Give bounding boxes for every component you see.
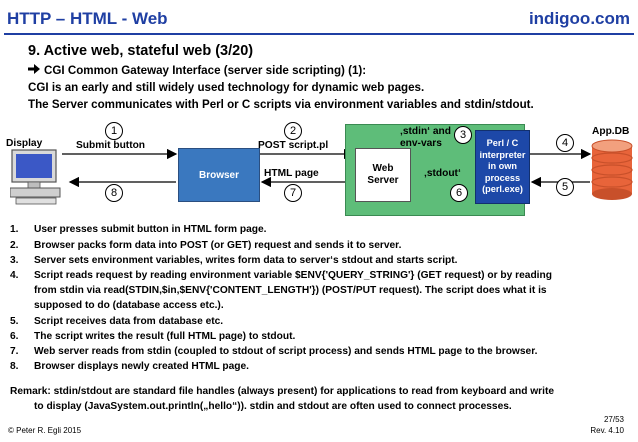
step-marker-8: 8 [105, 184, 123, 202]
revision: Rev. 4.10 [590, 426, 624, 435]
header-title: HTTP – HTML - Web [7, 9, 168, 28]
slide-header: HTTP – HTML - Web indigoo.com [0, 0, 638, 38]
display-computer-icon [9, 148, 64, 211]
html-page-label: HTML page [264, 168, 319, 179]
intro-line-1: CGI Common Gateway Interface (server sid… [28, 64, 366, 77]
intro-line-1-text: CGI Common Gateway Interface (server sid… [44, 64, 367, 77]
step-marker-6: 6 [450, 184, 468, 202]
cgi-diagram: Display Submit button 1 8 Browser POST s… [0, 118, 638, 218]
post-request-label: POST script.pl [258, 140, 329, 151]
display-label: Display [6, 138, 43, 149]
step-marker-5: 5 [556, 178, 574, 196]
remark-line-1: Remark: stdin/stdout are standard file h… [10, 386, 555, 397]
slide-title: 9. Active web, stateful web (3/20) [28, 43, 254, 59]
footer-page-info: 27/53 Rev. 4.10 [590, 414, 624, 436]
intro-line-3: The Server communicates with Perl or C s… [28, 98, 534, 111]
app-db-label: App.DB [592, 126, 630, 137]
header-divider [4, 33, 634, 35]
browser-box: Browser [178, 148, 260, 202]
step-marker-4: 4 [556, 134, 574, 152]
arrow-right-icon [28, 64, 40, 77]
step-marker-3: 3 [454, 126, 472, 144]
header-site: indigoo.com [528, 9, 630, 28]
web-server-box: Web Server [355, 148, 411, 202]
diagram-arrows [62, 148, 592, 188]
remark-line-2: to display (JavaSystem.out.println(„hell… [34, 401, 512, 412]
stdin-env-label: ‚stdin‘ and env-vars [400, 126, 451, 149]
step-marker-7: 7 [284, 184, 302, 202]
footer-copyright: © Peter R. Egli 2015 [8, 426, 82, 435]
step-marker-1: 1 [105, 122, 123, 140]
page-number: 27/53 [603, 415, 624, 424]
database-icon [590, 138, 634, 207]
step-marker-2: 2 [284, 122, 302, 140]
stdout-label: ‚stdout‘ [424, 168, 461, 179]
submit-button-label: Submit button [76, 140, 146, 151]
intro-line-2: CGI is an early and still widely used te… [28, 81, 425, 94]
perl-interpreter-box: Perl / C interpreter in own process (per… [475, 130, 530, 204]
